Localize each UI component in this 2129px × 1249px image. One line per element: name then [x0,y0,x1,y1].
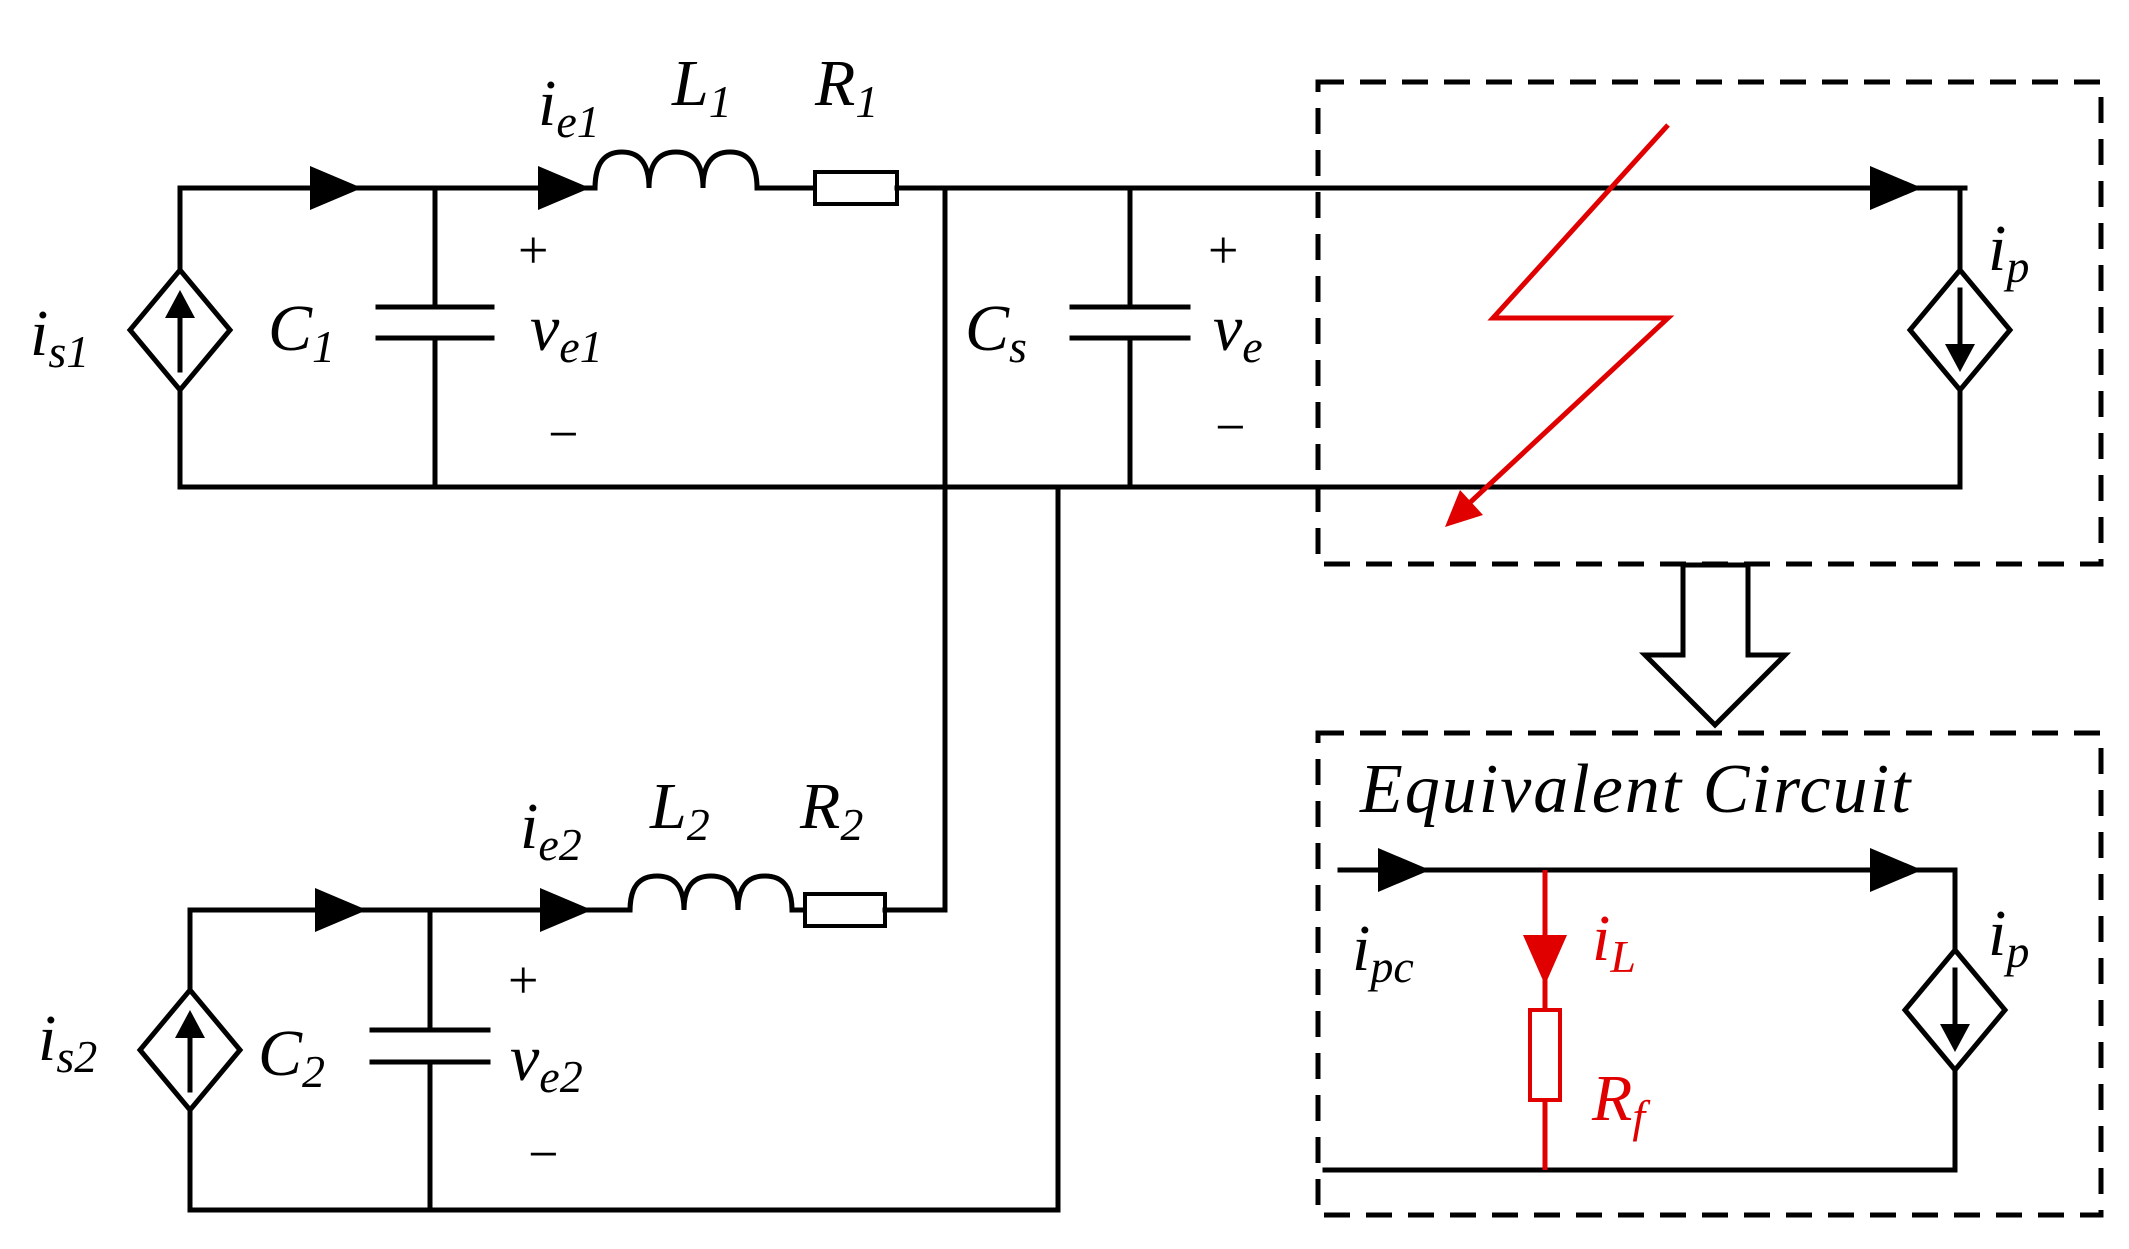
resistor-R1 [813,170,899,206]
is2-arrow-head [175,1010,205,1038]
current-arrow-top [310,166,362,210]
label-Rf: Rf [1591,1062,1651,1142]
label-ve1: ve1 [530,292,603,372]
C1-plates [375,304,495,341]
ie2-arrow [540,888,592,932]
is1-arrow-head [165,290,195,318]
label-ve2: ve2 [510,1022,583,1102]
label-ie1: ie1 [538,67,600,147]
label-is1: is1 [30,297,89,377]
label-ve: ve [1213,292,1263,372]
label-R2: R2 [799,770,863,850]
label-L2: L2 [649,770,710,850]
label-ipc: ipc [1352,912,1414,992]
ve1-minus: − [548,404,578,464]
ip-eq-arrow [1870,848,1922,892]
ve-minus: − [1215,397,1245,457]
ip-eq-head [1940,1024,1970,1052]
common-node [942,185,1963,1213]
lightning-arrow-head [1445,490,1483,527]
label-iL: iL [1592,902,1636,982]
source-branch-1 [126,149,1968,490]
ipc-arrow [1378,848,1430,892]
inductor-L2 [627,873,808,913]
label-ip-top: ip [1988,212,2029,292]
fault-lightning [1445,123,1675,527]
ve2-plus: + [508,950,538,1010]
ve1-plus: + [518,220,548,280]
lightning-bolt [1460,123,1675,512]
equivalent-title: Equivalent Circuit [1359,751,1913,828]
source-branch-2 [136,873,1061,1213]
ie1-arrow [538,166,590,210]
equivalent-box [1315,730,2104,1218]
current-arrow-bottom [315,888,367,932]
label-L1: L1 [671,47,732,127]
resistor-Rf [1528,1008,1562,1102]
equivalent-circuit [1315,730,2104,1218]
inductor-L1 [592,149,818,191]
label-ie2: ie2 [520,790,582,870]
label-Cs: Cs [965,292,1027,372]
label-R1: R1 [814,47,878,127]
transform-arrow [1638,562,1792,729]
ve-plus: + [1208,220,1238,280]
label-C1: C1 [268,292,335,372]
C2-plates [369,1027,491,1065]
ip-top-head [1945,344,1975,372]
Cs-plates [1069,304,1191,341]
ve2-minus: − [528,1124,558,1184]
resistor-R2 [803,892,887,928]
label-C2: C2 [258,1017,325,1097]
label-ip-eq: ip [1988,897,2029,977]
iL-arrow [1523,935,1567,985]
ip-top-arrow [1870,166,1922,210]
load-top [1315,79,2104,567]
label-is2: is2 [38,1002,97,1082]
